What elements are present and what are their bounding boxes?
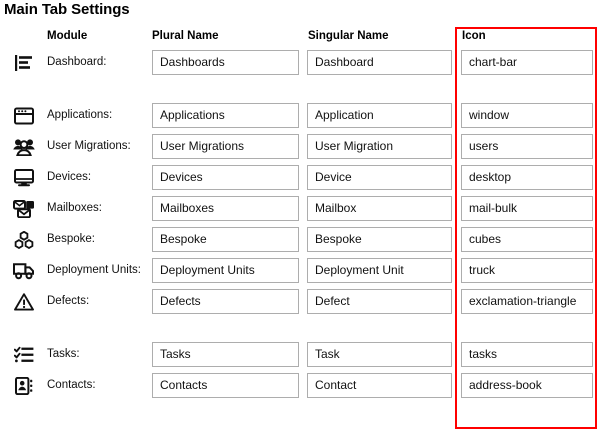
table-row: Tasks: Tasks Task tasks	[0, 342, 600, 367]
table-row: Deployment Units: Deployment Units Deploym…	[0, 258, 600, 283]
module-label: Devices:	[47, 171, 92, 183]
table-row: Dashboard: Dashboards Dashboard chart-bar	[0, 50, 600, 75]
table-row: User Migrations: User Migrations User Migr…	[0, 134, 600, 159]
address-book-icon	[10, 373, 38, 398]
plural-name-input[interactable]: Defects	[152, 289, 299, 314]
singular-name-input[interactable]: Deployment Unit	[307, 258, 452, 283]
icon-name-input[interactable]: truck	[461, 258, 593, 283]
icon-name-input[interactable]: exclamation-triangle	[461, 289, 593, 314]
table-row: Applications: Applications Application wind…	[0, 103, 600, 128]
singular-name-input[interactable]: Bespoke	[307, 227, 452, 252]
singular-name-input[interactable]: Contact	[307, 373, 452, 398]
singular-name-input[interactable]: User Migration	[307, 134, 452, 159]
users-icon	[10, 134, 38, 159]
icon-name-input[interactable]: cubes	[461, 227, 593, 252]
table-row: Mailboxes: Mailboxes Mailbox mail-bulk	[0, 196, 600, 221]
singular-name-input[interactable]: Device	[307, 165, 452, 190]
table-row: Defects: Defects Defect exclamation-triangl…	[0, 289, 600, 314]
icon-name-input[interactable]: chart-bar	[461, 50, 593, 75]
singular-name-input[interactable]: Defect	[307, 289, 452, 314]
module-label: Dashboard:	[47, 56, 107, 68]
module-label: Contacts:	[47, 379, 96, 391]
chart-bar-icon	[10, 50, 38, 75]
mail-bulk-icon	[10, 196, 38, 221]
table-row: Contacts: Contacts Contact address-book	[0, 373, 600, 398]
cubes-icon	[10, 227, 38, 252]
window-icon	[10, 103, 38, 128]
icon-name-input[interactable]: mail-bulk	[461, 196, 593, 221]
plural-name-input[interactable]: Contacts	[152, 373, 299, 398]
page-title: Main Tab Settings	[4, 1, 130, 18]
plural-name-input[interactable]: Devices	[152, 165, 299, 190]
plural-name-input[interactable]: Applications	[152, 103, 299, 128]
column-header-singular: Singular Name	[308, 30, 389, 42]
icon-name-input[interactable]: address-book	[461, 373, 593, 398]
icon-name-input[interactable]: tasks	[461, 342, 593, 367]
column-header-module: Module	[47, 30, 88, 42]
table-row: Devices: Devices Device desktop	[0, 165, 600, 190]
singular-name-input[interactable]: Dashboard	[307, 50, 452, 75]
module-label: User Migrations:	[47, 140, 131, 152]
plural-name-input[interactable]: Tasks	[152, 342, 299, 367]
singular-name-input[interactable]: Mailbox	[307, 196, 452, 221]
icon-name-input[interactable]: window	[461, 103, 593, 128]
icon-name-input[interactable]: desktop	[461, 165, 593, 190]
tasks-icon	[10, 342, 38, 367]
singular-name-input[interactable]: Task	[307, 342, 452, 367]
plural-name-input[interactable]: Dashboards	[152, 50, 299, 75]
plural-name-input[interactable]: Bespoke	[152, 227, 299, 252]
exclamation-triangle-icon	[10, 289, 38, 314]
singular-name-input[interactable]: Application	[307, 103, 452, 128]
plural-name-input[interactable]: Mailboxes	[152, 196, 299, 221]
module-label: Defects:	[47, 295, 90, 307]
icon-name-input[interactable]: users	[461, 134, 593, 159]
module-label: Deployment Units:	[47, 264, 141, 276]
module-label: Mailboxes:	[47, 202, 102, 214]
desktop-icon	[10, 165, 38, 190]
column-header-plural: Plural Name	[152, 30, 219, 42]
truck-icon	[10, 258, 38, 283]
table-row: Bespoke: Bespoke Bespoke cubes	[0, 227, 600, 252]
column-header-icon: Icon	[462, 30, 486, 42]
module-label: Applications:	[47, 109, 113, 121]
module-label: Tasks:	[47, 348, 80, 360]
column-header-row: Module Plural Name Singular Name Icon	[0, 30, 600, 47]
plural-name-input[interactable]: Deployment Units	[152, 258, 299, 283]
plural-name-input[interactable]: User Migrations	[152, 134, 299, 159]
module-label: Bespoke:	[47, 233, 95, 245]
